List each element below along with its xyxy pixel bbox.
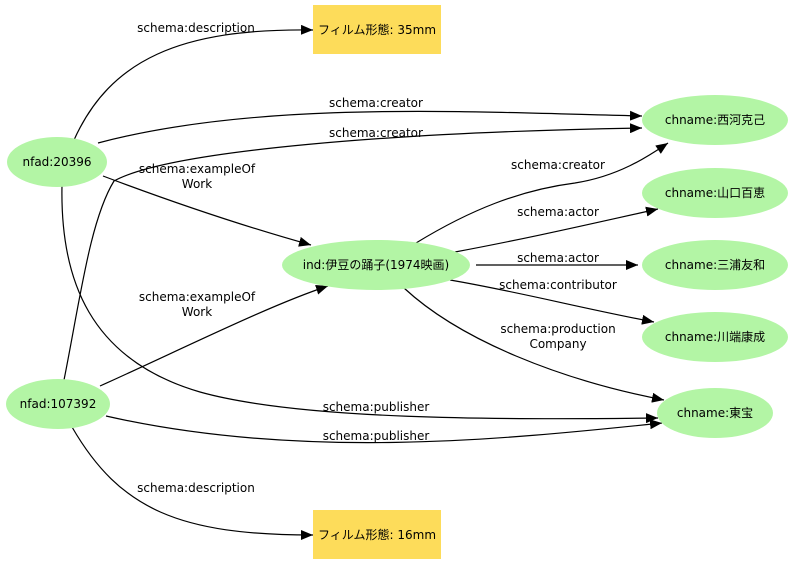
node-izu-no-odoriko[interactable]: ind:伊豆の踊子(1974映画) [282,240,470,290]
literal-box-35mm [313,5,441,54]
edge-publisher-107392 [105,415,663,444]
node-miura[interactable]: chname:三浦友和 [642,240,788,290]
nodes: フィルム形態: 35mm フィルム形態: 16mm nfad:20396 nfa… [6,5,788,559]
edge-label-izu-creator: schema:creator [511,158,605,172]
edge-labels: schema:description schema:creator schema… [137,21,617,495]
edge-label-exampleof-a-line1: schema:exampleOf [139,162,256,176]
edge-label-exampleof-b-line1: schema:exampleOf [139,290,256,304]
edge-label-publisher-b: schema:publisher [323,429,430,443]
ellipse-nfad-20396 [7,137,107,187]
edge-label-description-bottom: schema:description [137,481,255,495]
edge-label-actor-yamaguchi: schema:actor [517,205,599,219]
node-label-nishikawa: chname:西河克己 [665,113,765,127]
edge-creator-izu [415,142,669,244]
node-label-yamaguchi: chname:山口百恵 [665,186,765,200]
node-label-izu-no-odoriko: ind:伊豆の踊子(1974映画) [303,258,450,272]
node-film-16mm[interactable]: フィルム形態: 16mm [313,510,441,559]
ellipse-toho [657,388,773,438]
node-nfad-20396[interactable]: nfad:20396 [7,137,107,187]
node-film-35mm[interactable]: フィルム形態: 35mm [313,5,441,54]
edges [61,24,669,540]
edge-creator-20396 [97,110,643,144]
edge-description-35mm [73,24,314,141]
node-label-nfad-20396: nfad:20396 [22,155,91,169]
node-nfad-107392[interactable]: nfad:107392 [6,379,110,429]
edge-label-publisher-a: schema:publisher [323,400,430,414]
ellipse-izu-no-odoriko [282,240,470,290]
ellipse-yamaguchi [642,168,788,218]
edge-label-creator-a: schema:creator [329,96,423,110]
node-label-35mm: フィルム形態: 35mm [318,22,436,37]
ellipse-nishikawa [642,95,788,145]
edge-description-16mm [71,426,314,540]
node-toho[interactable]: chname:東宝 [657,388,773,438]
edge-exampleof-20396 [102,175,312,247]
edge-contributor-kawabata [449,279,655,325]
edge-actor-yamaguchi [454,206,659,253]
node-label-toho: chname:東宝 [677,406,753,420]
edge-label-contributor: schema:contributor [499,278,617,292]
edge-label-description-top: schema:description [137,21,255,35]
edge-label-exampleof-a-line2: Work [182,177,212,191]
node-label-miura: chname:三浦友和 [665,258,765,272]
edge-exampleof-107392 [99,284,329,387]
ellipse-kawabata [642,312,788,362]
node-label-16mm: フィルム形態: 16mm [318,527,436,542]
node-label-kawabata: chname:川端康成 [665,329,765,344]
edge-label-production-line2: Company [529,337,586,351]
edge-publisher-20396 [61,184,659,424]
node-label-nfad-107392: nfad:107392 [20,397,97,411]
edge-label-creator-b: schema:creator [329,126,423,140]
edge-label-actor-miura: schema:actor [517,251,599,265]
node-kawabata[interactable]: chname:川端康成 [642,312,788,362]
edge-label-production-line1: schema:production [500,322,615,336]
ellipse-nfad-107392 [6,379,110,429]
edge-label-exampleof-b-line2: Work [182,305,212,319]
node-nishikawa[interactable]: chname:西河克己 [642,95,788,145]
literal-box-16mm [313,510,441,559]
node-yamaguchi[interactable]: chname:山口百恵 [642,168,788,218]
ellipse-miura [642,240,788,290]
edge-production-company [403,287,665,403]
edge-creator-107392 [63,123,643,381]
